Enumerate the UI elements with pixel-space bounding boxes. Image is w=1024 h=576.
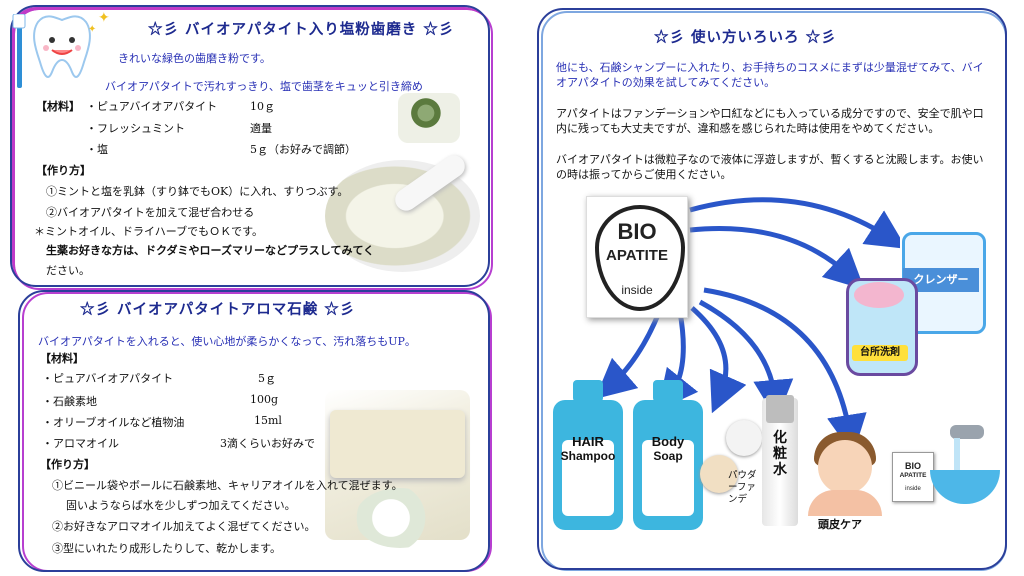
- logo-text-inside: inside: [621, 283, 653, 297]
- soap-material-amount: 5ｇ: [258, 372, 276, 385]
- toothpaste-material-name: ・塩: [86, 143, 108, 156]
- recipe-toothpaste-panel: [10, 5, 490, 287]
- ribbon-icon: [854, 282, 904, 308]
- usage-panel: [537, 8, 1007, 570]
- usage-body-2: バイオアパタイトは微粒子なので液体に浮遊しますが、暫くすると沈殿します。お使いの…: [556, 153, 984, 181]
- toothpaste-step: ②バイオアパタイトを加えて混ぜ合わせる: [46, 206, 255, 219]
- soap-material-name: ・石鹸素地: [42, 395, 97, 408]
- toothpaste-material-name: ・フレッシュミント: [86, 122, 185, 135]
- toothpaste-material-amount: 10ｇ: [250, 100, 275, 113]
- body-soap-label-soap: Soap: [653, 449, 683, 463]
- detergent-label: 台所洗剤: [852, 345, 908, 361]
- water-stream-image: [954, 438, 960, 472]
- powder-foundation-label: パウダーファンデ: [728, 470, 757, 505]
- logo-text-apatite: APATITE: [606, 247, 668, 264]
- toothpaste-material-name: ・ピュアバイオアパタイト: [86, 100, 218, 113]
- soap-material-amount: 100g: [250, 393, 279, 406]
- logo-frame: [595, 205, 685, 311]
- mint-leaves-image: [398, 93, 460, 143]
- soap-step: ①ビニール袋やボールに石鹸素地、キャリアオイルを入れて混ぜます。: [52, 479, 403, 492]
- woman-face-image: [818, 440, 872, 494]
- body-soap-label-area: [642, 440, 694, 516]
- recipe-soap-panel: [18, 290, 490, 572]
- soap-materials-heading: 【材料】: [40, 352, 84, 365]
- toothpaste-title: ☆彡 バイオアパタイト入り塩粉歯磨き ☆彡: [148, 21, 455, 38]
- toothpaste-note: 生薬お好きな方は、ドクダミやローズマリーなどプラスしてみてく: [46, 244, 375, 257]
- usage-lead: 他にも、石鹸シャンプーに入れたり、お手持ちのコスメにまずは少量混ぜてみて、バイオ…: [556, 61, 984, 89]
- toothpaste-material-amount: 適量: [250, 122, 272, 135]
- white-flower-image: [355, 488, 445, 548]
- usage-body: アパタイトはファンデーションや口紅などにも入っている成分ですので、安全で肌や口内…: [556, 107, 984, 135]
- powder-jar-image: [700, 455, 738, 493]
- soap-material-name: ・オリーブオイルなど植物油: [42, 416, 185, 429]
- toothpaste-lead-2: バイオアパタイトで汚れすっきり、塩で歯茎をキュッと引き締め: [105, 80, 423, 93]
- soap-step: 固いようならば水を少しずつ加えてください。: [66, 499, 296, 512]
- soap-material-amount: 15ml: [254, 414, 282, 427]
- soap-material-amount: 3滴くらいお好みで: [220, 437, 315, 450]
- shampoo-label-shampoo: Shampoo: [560, 449, 616, 463]
- sparkle-icon: ✦: [98, 10, 110, 26]
- toothbrush-icon: [12, 14, 26, 88]
- usage-title: ☆彡 使い方いろいろ ☆彡: [654, 29, 837, 46]
- toothpaste-note: ＊ミントオイル、ドライハーブでもＯＫです。: [34, 225, 264, 238]
- mini-logo-inside: inside: [905, 486, 921, 492]
- usage-arrows: [600, 197, 900, 450]
- pump-icon: [653, 380, 683, 402]
- soap-title: ☆彡 バイオアパタイトアロマ石鹸 ☆彡: [80, 301, 356, 318]
- cleanser-label: クレンザー: [903, 268, 979, 292]
- soap-material-name: ・ピュアバイオアパタイト: [42, 372, 174, 385]
- pump-icon: [573, 380, 603, 402]
- mini-logo-apatite: APATITE: [899, 472, 927, 479]
- toner-cap-image: [766, 395, 794, 423]
- powder-puff-image: [726, 420, 762, 456]
- soap-step: ③型にいれたり成形したりして、乾かします。: [52, 542, 282, 555]
- soap-steps-heading: 【作り方】: [40, 458, 95, 471]
- soap-lead: バイオアパタイトを入れると、使い心地が柔らかくなって、汚れ落ちもUP。: [38, 335, 416, 348]
- faucet-icon: [950, 425, 984, 439]
- woman-shoulders-image: [808, 490, 882, 516]
- shampoo-label-hair: HAIR: [572, 434, 604, 449]
- shampoo-label-area: [562, 440, 614, 516]
- soap-material-name: ・アロマオイル: [42, 437, 119, 450]
- toothpaste-lead-1: きれいな緑色の歯磨き粉です。: [118, 52, 271, 65]
- toner-label: 化粧水: [773, 430, 787, 478]
- soap-bar-image: [330, 410, 465, 478]
- toothpaste-note: ださい。: [46, 264, 90, 277]
- toothpaste-step: ①ミントと塩を乳鉢（すり鉢でもOK）に入れ、すりつぶす。: [46, 185, 349, 198]
- recipe-toothpaste-border-accent: [13, 8, 493, 290]
- toothpaste-steps-heading: 【作り方】: [36, 164, 91, 177]
- logo-text-bio: BIO: [617, 219, 657, 244]
- toothpaste-material-amount: 5ｇ（お好みで調節）: [250, 143, 356, 156]
- scalp-care-label: 頭皮ケア: [818, 518, 862, 531]
- soap-step: ②お好きなアロマオイル加えてよく混ぜてください。: [52, 520, 316, 533]
- bio-apatite-logo: BIO APATITE inside: [586, 196, 688, 318]
- body-soap-label-body: Body: [651, 434, 685, 449]
- mini-logo-bio: BIO: [904, 461, 921, 471]
- mini-bio-apatite-box: BIO APATITE inside: [892, 452, 934, 502]
- sparkle-icon: ✦: [88, 24, 97, 35]
- toothpaste-materials-heading: 【材料】: [36, 100, 80, 113]
- tooth-mascot-icon: [33, 15, 91, 78]
